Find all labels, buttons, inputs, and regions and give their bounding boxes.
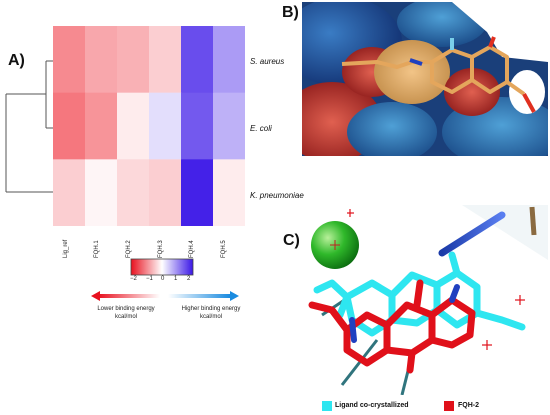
panel-b-label: B) xyxy=(282,4,299,21)
heatmap-cell-ecoli-fqh3 xyxy=(149,92,182,160)
heatmap-cell-saureus-fqh2 xyxy=(117,26,150,94)
heatmap-cell-ecoli-fqh1 xyxy=(85,92,118,160)
colorbar xyxy=(130,258,194,276)
legend-swatch-fqh2 xyxy=(444,401,454,411)
heatmap-cell-ecoli-fqh5 xyxy=(213,92,245,160)
tick-0: 0 xyxy=(161,276,165,282)
docking-surface-image xyxy=(302,2,548,156)
heatmap-cell-kpneumoniae-fqh4 xyxy=(181,159,214,226)
col-label-fqh4: FQH.4 xyxy=(189,240,195,258)
col-label-fqh3: FQH.3 xyxy=(158,240,164,258)
tick-2: 2 xyxy=(187,276,191,282)
legend-label-ligand: Ligand co-crystallized xyxy=(335,402,409,409)
heatmap-cell-ecoli-fqh4 xyxy=(181,92,214,160)
row-label-e-coli: E. coli xyxy=(250,124,272,133)
col-label-lig-ref: Lig_ref xyxy=(63,239,69,258)
heatmap-cell-saureus-fqh5 xyxy=(213,26,245,94)
lower-unit: kcal/mol xyxy=(114,314,137,320)
row-label-k-pneumoniae: K. pneumoniae xyxy=(250,191,304,200)
heatmap xyxy=(53,26,245,226)
tick-m2: −2 xyxy=(130,276,137,282)
ligand-superposition-image xyxy=(308,205,548,395)
tick-m1: −1 xyxy=(146,276,153,282)
heatmap-cell-kpneumoniae-fqh5 xyxy=(213,159,245,226)
row-label-s-aureus: S. aureus xyxy=(250,57,285,66)
heatmap-cell-saureus-fqh4 xyxy=(181,26,214,94)
energy-arrows xyxy=(91,291,239,301)
higher-unit: kcal/mol xyxy=(199,314,222,320)
higher-binding-text: Higher binding energy xyxy=(181,306,241,312)
row-dendrogram xyxy=(5,60,53,193)
heatmap-cell-ecoli-fqh2 xyxy=(117,92,150,160)
legend-label-fqh2: FQH-2 xyxy=(458,402,479,409)
heatmap-cell-saureus-ligref xyxy=(53,26,86,94)
legend-swatch-ligand xyxy=(322,401,332,411)
col-label-fqh1: FQH.1 xyxy=(94,240,100,258)
heatmap-cell-kpneumoniae-fqh1 xyxy=(85,159,118,226)
col-label-fqh2: FQH.2 xyxy=(126,240,132,258)
lower-binding-label: Lower binding energy kcal/mol xyxy=(86,305,166,321)
col-label-fqh5: FQH.5 xyxy=(221,240,227,258)
heatmap-cell-ecoli-ligref xyxy=(53,92,86,160)
heatmap-cell-kpneumoniae-ligref xyxy=(53,159,86,226)
panel-a-label: A) xyxy=(8,52,25,69)
heatmap-cell-saureus-fqh1 xyxy=(85,26,118,94)
higher-binding-label: Higher binding energy kcal/mol xyxy=(170,305,252,321)
lower-binding-text: Lower binding energy xyxy=(97,306,155,312)
heatmap-cell-kpneumoniae-fqh3 xyxy=(149,159,182,226)
panel-c-label: C) xyxy=(283,232,300,249)
heatmap-cell-saureus-fqh3 xyxy=(149,26,182,94)
colorbar-ticks: −2 −1 0 1 2 xyxy=(130,275,194,283)
heatmap-cell-kpneumoniae-fqh2 xyxy=(117,159,150,226)
tick-1: 1 xyxy=(174,276,178,282)
